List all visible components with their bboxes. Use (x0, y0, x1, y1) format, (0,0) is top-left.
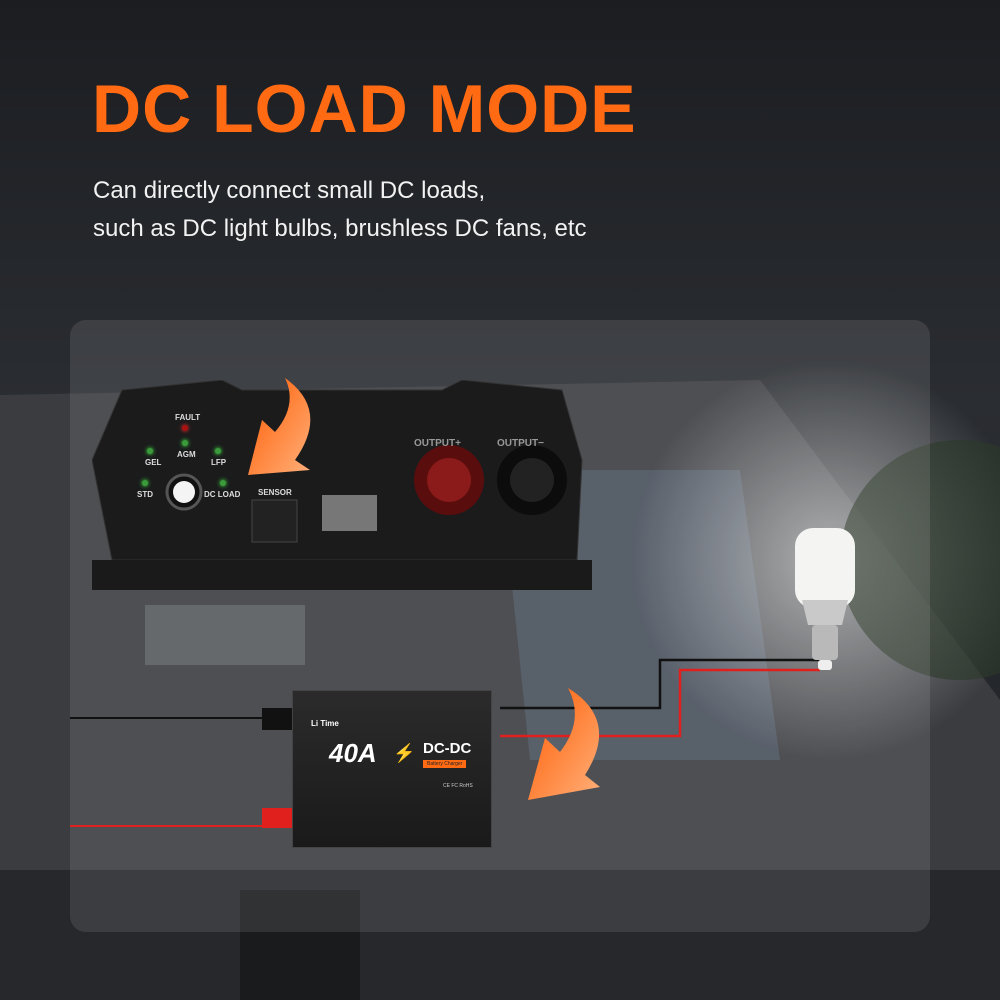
charger-rating: 40A (329, 738, 377, 768)
light-bulb-icon (795, 528, 855, 670)
certification-marks: CE FC RoHS (443, 783, 473, 789)
dc-load-label: DC LOAD (204, 490, 241, 499)
charger-type: DC-DC (423, 740, 472, 757)
dc-load-led (220, 480, 226, 486)
fault-led (182, 425, 188, 431)
black-connector (262, 708, 292, 730)
std-label: STD (137, 490, 153, 499)
agm-label: AGM (177, 450, 196, 459)
gel-led (147, 448, 153, 454)
arrow-icon (248, 378, 311, 475)
agm-led (182, 440, 188, 446)
terminal-block (322, 495, 377, 531)
charger-tagline: Battery Charger (423, 760, 467, 768)
inverter-charger-front-panel: FAULT GEL AGM LFP STD DC LOAD SENSOR OUT… (92, 380, 592, 600)
lightning-icon: ⚡ (393, 743, 416, 763)
brand-logo: Li Time (311, 719, 339, 728)
output-positive-label: OUTPUT+ (414, 438, 461, 449)
sensor-port (251, 499, 298, 543)
subtitle-line: Can directly connect small DC loads, (93, 177, 486, 204)
lfp-led (215, 448, 221, 454)
sensor-label: SENSOR (258, 488, 292, 497)
arrow-icon (528, 688, 600, 800)
subtitle: Can directly connect small DC loads, suc… (93, 172, 587, 248)
fault-label: FAULT (175, 413, 201, 422)
std-led (142, 480, 148, 486)
lfp-label: LFP (211, 458, 227, 467)
gel-label: GEL (145, 458, 162, 467)
dc-dc-charger: Li Time 40A ⚡ DC-DC Battery Charger CE F… (292, 690, 492, 848)
page-title: DC LOAD MODE (92, 71, 637, 147)
subtitle-line: such as DC light bulbs, brushless DC fan… (93, 215, 587, 242)
output-negative-label: OUTPUT− (497, 438, 544, 449)
red-connector (262, 808, 292, 828)
